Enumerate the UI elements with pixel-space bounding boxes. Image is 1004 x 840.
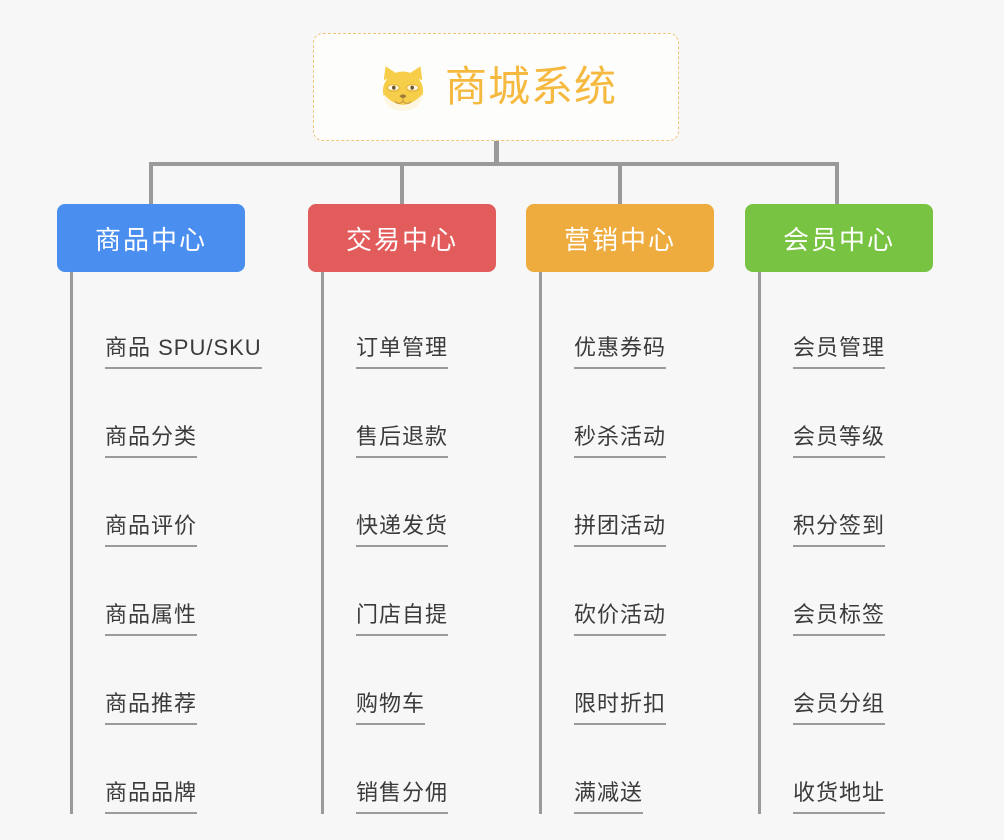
connector-drop-branch-1 xyxy=(149,162,153,206)
leaf-item[interactable]: 限时折扣 xyxy=(542,636,714,725)
leaf-item[interactable]: 商品分类 xyxy=(73,369,245,458)
leaf-label: 商品 SPU/SKU xyxy=(105,335,262,369)
leaf-item[interactable]: 砍价活动 xyxy=(542,547,714,636)
connector-horizontal-bus xyxy=(149,162,839,166)
leaf-item[interactable]: 快递发货 xyxy=(324,458,496,547)
root-title: 商城系统 xyxy=(444,63,617,110)
leaf-item[interactable]: 商品推荐 xyxy=(73,636,245,725)
leaf-label: 商品评价 xyxy=(105,513,198,547)
branch-header-marketing-center[interactable]: 营销中心 xyxy=(526,204,714,272)
leaf-list-trade-center: 订单管理 售后退款 快递发货 门店自提 购物车 销售分佣 xyxy=(321,272,496,814)
leaf-label: 商品分类 xyxy=(105,424,198,458)
leaf-label: 优惠券码 xyxy=(574,335,667,369)
leaf-item[interactable]: 秒杀活动 xyxy=(542,369,714,458)
leaf-label: 订单管理 xyxy=(356,335,449,369)
leaf-item[interactable]: 订单管理 xyxy=(324,280,496,369)
leaf-label: 会员管理 xyxy=(793,335,886,369)
root-node-mall-system[interactable]: 商城系统 xyxy=(313,33,679,141)
leaf-item[interactable]: 商品 SPU/SKU xyxy=(73,280,262,369)
leaf-item[interactable]: 销售分佣 xyxy=(324,725,496,814)
leaf-list-product-center: 商品 SPU/SKU 商品分类 商品评价 商品属性 商品推荐 商品品牌 xyxy=(70,272,262,814)
leaf-item[interactable]: 商品属性 xyxy=(73,547,245,636)
leaf-item[interactable]: 积分签到 xyxy=(761,458,933,547)
leaf-label: 会员等级 xyxy=(793,424,886,458)
leaf-item[interactable]: 商品品牌 xyxy=(73,725,245,814)
leaf-item[interactable]: 满减送 xyxy=(542,725,714,814)
leaf-item[interactable]: 会员等级 xyxy=(761,369,933,458)
leaf-label: 购物车 xyxy=(356,691,426,725)
leaf-list-marketing-center: 优惠券码 秒杀活动 拼团活动 砍价活动 限时折扣 满减送 xyxy=(539,272,714,814)
leaf-label: 砍价活动 xyxy=(574,602,667,636)
leaf-label: 限时折扣 xyxy=(574,691,667,725)
branch-label: 营销中心 xyxy=(563,224,676,255)
leaf-label: 商品品牌 xyxy=(105,780,198,814)
leaf-label: 拼团活动 xyxy=(574,513,667,547)
branch-column-product-center: 商品中心 商品 SPU/SKU 商品分类 商品评价 商品属性 商品推荐 商品品牌 xyxy=(57,204,262,814)
leaf-item[interactable]: 售后退款 xyxy=(324,369,496,458)
branch-label: 交易中心 xyxy=(345,224,458,255)
leaf-item[interactable]: 购物车 xyxy=(324,636,496,725)
leaf-item[interactable]: 商品评价 xyxy=(73,458,245,547)
connector-drop-branch-3 xyxy=(618,162,622,206)
leaf-item[interactable]: 拼团活动 xyxy=(542,458,714,547)
shiba-dog-icon xyxy=(375,61,431,117)
leaf-label: 售后退款 xyxy=(356,424,449,458)
leaf-item[interactable]: 会员管理 xyxy=(761,280,933,369)
branch-label: 商品中心 xyxy=(94,224,207,255)
connector-drop-branch-2 xyxy=(400,162,404,206)
connector-drop-branch-4 xyxy=(835,162,839,206)
leaf-item[interactable]: 会员标签 xyxy=(761,547,933,636)
leaf-item[interactable]: 会员分组 xyxy=(761,636,933,725)
leaf-item[interactable]: 门店自提 xyxy=(324,547,496,636)
leaf-label: 销售分佣 xyxy=(356,780,449,814)
leaf-label: 门店自提 xyxy=(356,602,449,636)
branch-label: 会员中心 xyxy=(782,224,895,255)
leaf-item[interactable]: 收货地址 xyxy=(761,725,933,814)
leaf-label: 满减送 xyxy=(574,780,644,814)
leaf-label: 秒杀活动 xyxy=(574,424,667,458)
leaf-label: 快递发货 xyxy=(356,513,449,547)
connector-root-stem xyxy=(494,141,499,164)
leaf-label: 积分签到 xyxy=(793,513,886,547)
branch-header-product-center[interactable]: 商品中心 xyxy=(57,204,245,272)
leaf-label: 会员标签 xyxy=(793,602,886,636)
leaf-label: 会员分组 xyxy=(793,691,886,725)
branch-column-trade-center: 交易中心 订单管理 售后退款 快递发货 门店自提 购物车 销售分佣 xyxy=(308,204,496,814)
branch-header-member-center[interactable]: 会员中心 xyxy=(745,204,933,272)
leaf-label: 收货地址 xyxy=(793,780,886,814)
branch-column-marketing-center: 营销中心 优惠券码 秒杀活动 拼团活动 砍价活动 限时折扣 满减送 xyxy=(526,204,714,814)
leaf-list-member-center: 会员管理 会员等级 积分签到 会员标签 会员分组 收货地址 xyxy=(758,272,933,814)
leaf-label: 商品推荐 xyxy=(105,691,198,725)
leaf-label: 商品属性 xyxy=(105,602,198,636)
branch-header-trade-center[interactable]: 交易中心 xyxy=(308,204,496,272)
branch-column-member-center: 会员中心 会员管理 会员等级 积分签到 会员标签 会员分组 收货地址 xyxy=(745,204,933,814)
leaf-item[interactable]: 优惠券码 xyxy=(542,280,714,369)
